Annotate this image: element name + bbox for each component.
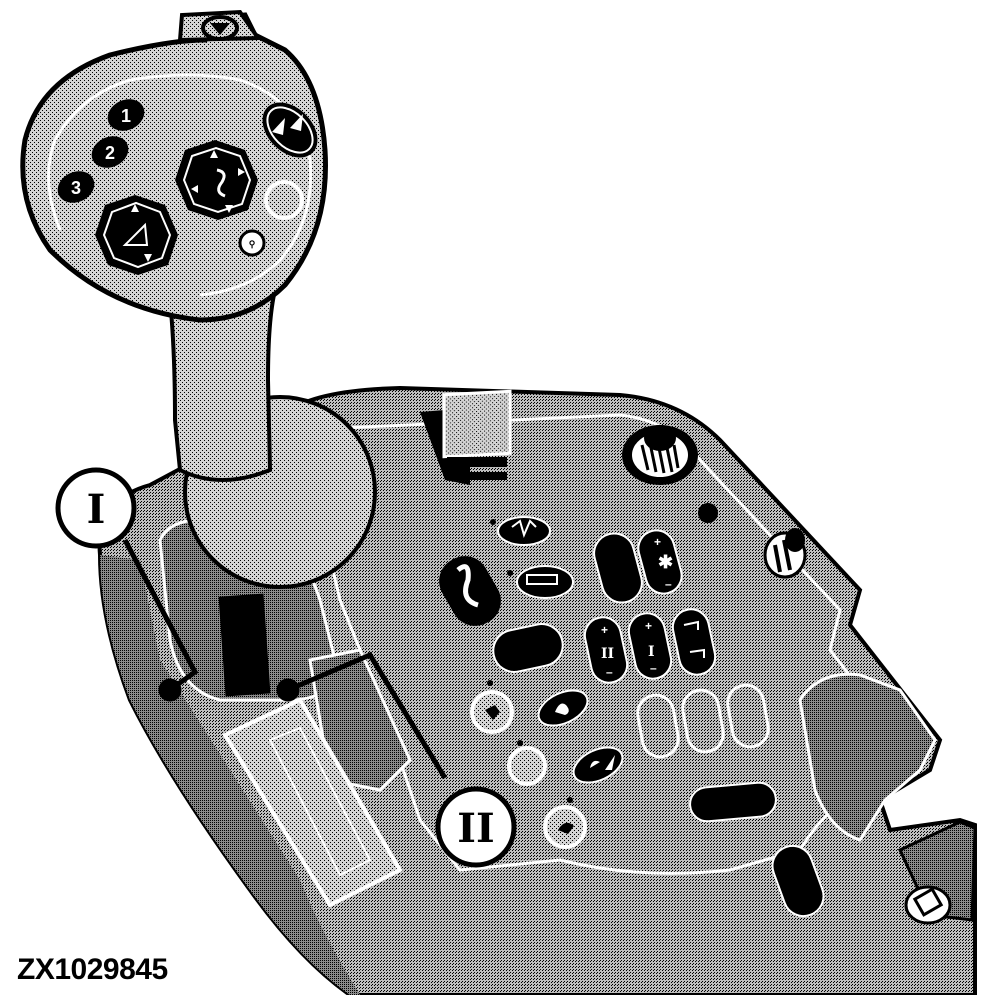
svg-text:–: – <box>606 665 613 679</box>
svg-text:✱: ✱ <box>658 552 673 572</box>
mirror-icon <box>511 519 537 538</box>
small-function-button[interactable]: ⚲ <box>238 229 266 257</box>
rabbit-icon <box>485 705 500 720</box>
svg-text:+: + <box>645 619 652 633</box>
four-way-rocker-switch[interactable] <box>175 140 258 220</box>
svg-text:+: + <box>654 535 661 549</box>
arrow-right-icon <box>238 168 245 176</box>
svg-text:3: 3 <box>71 178 81 198</box>
hitch-down-icon <box>689 648 705 658</box>
speed-adjust-button[interactable]: + ✱ – <box>634 526 685 597</box>
callout-II: II <box>435 786 517 868</box>
range-I-button[interactable]: + I – <box>626 610 675 682</box>
vertical-pill-button[interactable] <box>767 840 829 921</box>
indicator-dot <box>698 503 718 523</box>
svg-text:–: – <box>650 661 657 675</box>
shift-down-icon <box>290 114 303 131</box>
console-controls: + ✱ – + II – + I – <box>420 389 952 925</box>
mirror-button[interactable] <box>497 516 551 546</box>
phone-icon <box>456 564 479 608</box>
armrest-lever[interactable] <box>904 885 952 925</box>
hitch-up-icon <box>683 620 699 630</box>
arrow-down-icon <box>144 254 152 262</box>
phone-button[interactable] <box>430 547 509 634</box>
preset-button-1[interactable]: 1 <box>102 93 149 136</box>
svg-text:I: I <box>87 486 106 533</box>
callout-I: I <box>55 467 137 549</box>
joystick[interactable]: 1 2 3 <box>20 9 377 589</box>
svg-text:I: I <box>648 644 655 660</box>
arrow-up-icon <box>131 204 139 212</box>
leader-lines <box>122 538 448 780</box>
turtle-icon <box>558 822 574 834</box>
svg-text:–: – <box>665 577 672 591</box>
placard <box>420 389 512 485</box>
svg-text:II: II <box>457 805 494 852</box>
small-knob[interactable] <box>763 528 807 579</box>
brake-button[interactable] <box>568 740 628 789</box>
brake-icon <box>590 755 615 770</box>
fan-icon <box>555 703 569 715</box>
preset-button-3[interactable]: 3 <box>52 165 99 208</box>
arrow-up-icon <box>210 150 218 158</box>
fan-button[interactable] <box>533 683 593 732</box>
hitch-rocker-switch[interactable] <box>95 195 178 275</box>
svg-text:+: + <box>601 623 608 637</box>
arrow-left-icon <box>191 185 198 193</box>
large-pill-button-2[interactable] <box>489 620 566 676</box>
rotary-knob[interactable] <box>622 425 698 485</box>
svg-text:2: 2 <box>105 143 115 163</box>
blank-switch-slots <box>636 683 770 759</box>
large-pill-button-1[interactable] <box>590 529 647 607</box>
shift-paddle-button[interactable] <box>252 92 328 168</box>
loader-icon <box>216 168 226 198</box>
light-round-button[interactable] <box>264 180 304 220</box>
implement-button[interactable] <box>516 565 574 599</box>
top-warning-icon <box>201 15 239 41</box>
implement-icon <box>526 574 558 585</box>
hitch-position-button[interactable] <box>670 606 719 678</box>
figure-id: ZX1029845 <box>17 953 168 986</box>
svg-text:1: 1 <box>121 106 131 126</box>
round-button-b[interactable] <box>507 746 547 786</box>
svg-text:⚲: ⚲ <box>249 239 256 249</box>
preset-button-2[interactable]: 2 <box>86 130 133 173</box>
hitch-icon <box>122 222 149 246</box>
svg-text:II: II <box>601 646 614 662</box>
arrow-down-icon <box>225 205 233 213</box>
shift-up-icon <box>272 118 285 135</box>
range-II-button[interactable]: + II – <box>582 614 631 686</box>
horizontal-pill-button[interactable] <box>689 781 778 823</box>
